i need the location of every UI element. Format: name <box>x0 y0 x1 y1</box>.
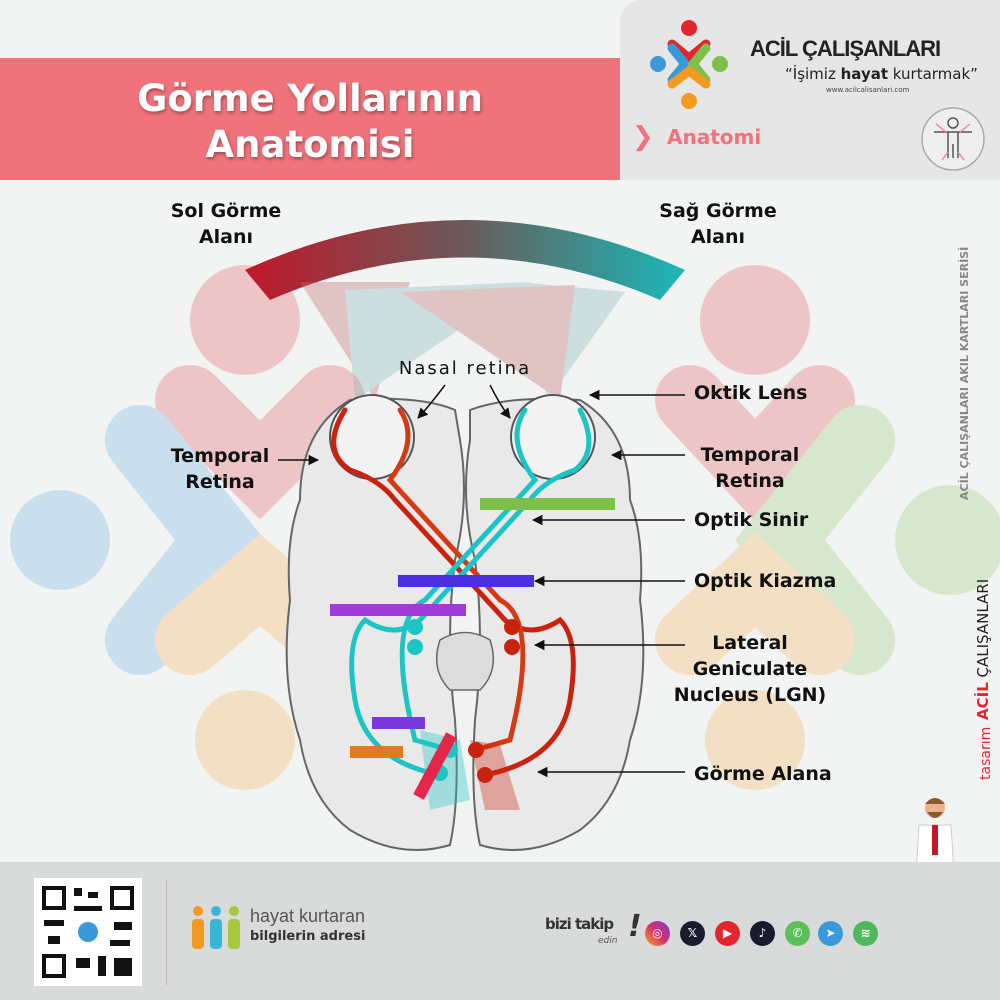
right-visual-cortex <box>470 740 520 810</box>
optic-nerve-label: Optik Sinir <box>694 509 809 531</box>
telegram-icon[interactable]: ➤ <box>818 921 843 946</box>
youtube-icon[interactable]: ▶ <box>715 921 740 946</box>
optic-chiasm-label: Optik Kiazma <box>694 570 837 592</box>
title-line-1: Görme Yollarının <box>136 77 483 120</box>
footer <box>0 862 1000 1000</box>
brand-slogan: “İşimiz hayat kurtarmak” <box>785 65 978 83</box>
tagline-2: bilgilerin adresi <box>250 929 366 944</box>
brand-logo-icon <box>650 20 728 109</box>
title-banner <box>0 58 620 180</box>
title-line-2: Anatomisi <box>205 123 415 166</box>
lesion-bar-optic-nerve <box>480 498 615 510</box>
whatsapp-icon[interactable]: ✆ <box>785 921 810 946</box>
spotify-icon[interactable]: ≋ <box>853 921 878 946</box>
brand-url: www.acilcalisanlari.com <box>826 86 910 94</box>
lgn-nuclei <box>407 619 520 655</box>
chevron-right-icon: ❯ <box>632 122 654 152</box>
anatomy-body-icon <box>921 107 985 171</box>
category-label: Anatomi <box>667 125 762 149</box>
tagline-1: hayat kurtaran <box>250 906 366 926</box>
footer-divider <box>166 880 167 985</box>
tiktok-icon[interactable]: ♪ <box>750 921 775 946</box>
visual-cortex-label: Görme Alana <box>694 763 832 785</box>
follow-label: bizi takip <box>545 915 614 933</box>
lesion-bar-tract <box>330 604 466 616</box>
optic-lens-label: Oktik Lens <box>694 382 808 404</box>
visual-pathway-diagram <box>245 220 685 851</box>
visual-pathways <box>331 407 592 778</box>
brand-name: ACİL ÇALIŞANLARI <box>750 36 941 61</box>
x-icon[interactable]: 𝕏 <box>680 921 705 946</box>
follow-sub-label: edin <box>598 936 618 946</box>
lesion-bar-cortex <box>413 732 457 800</box>
visual-field-arc <box>245 220 685 300</box>
people-logo-icon <box>192 906 240 949</box>
nasal-retina-label: Nasal retina <box>398 358 532 379</box>
qr-code[interactable] <box>34 878 142 986</box>
lesion-bar-radiation <box>372 717 425 729</box>
lesion-bar-meyer <box>350 746 403 758</box>
lesion-bar-chiasm <box>398 575 534 587</box>
exclamation-icon: ! <box>628 909 642 944</box>
background-watermark <box>10 265 1000 790</box>
design-label: tasarım <box>978 726 994 780</box>
instagram-icon[interactable]: ◎ <box>645 921 670 946</box>
brainstem <box>435 631 495 691</box>
side-brand: ACİL ÇALIŞANLARI <box>974 578 992 720</box>
series-label: ACİL ÇALIŞANLARI AKIL KARTLARI SERİSİ <box>958 246 971 500</box>
visual-field-cones <box>300 282 625 400</box>
label-arrows <box>278 384 685 778</box>
